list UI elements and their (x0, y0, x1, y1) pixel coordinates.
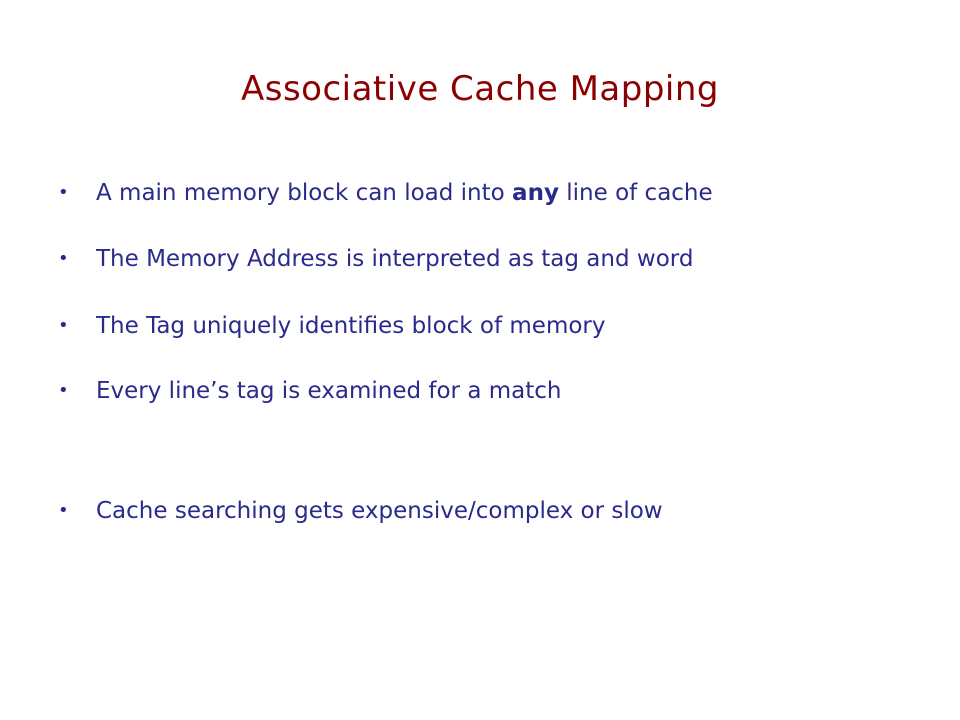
bullet-dot-icon: • (58, 248, 69, 269)
bullet-text: Every line’s tag is examined for a match (96, 378, 562, 404)
bullet-dot-icon: • (58, 182, 69, 203)
bullet-dot-icon: • (58, 500, 69, 521)
bullet-text: A main memory block can load into any li… (96, 176, 713, 210)
bullet-item-tag-examined: • Every line’s tag is examined for a mat… (58, 374, 938, 408)
bullet-dot-icon: • (58, 315, 69, 336)
bullet-item-any-line: • A main memory block can load into any … (58, 176, 938, 210)
bullet-item-cache-searching: • Cache searching gets expensive/complex… (58, 494, 938, 528)
bullet-text-part: A main memory block can load into (96, 180, 513, 206)
bullet-dot-icon: • (58, 380, 69, 401)
bullet-item-tag-identifies: • The Tag uniquely identifies block of m… (58, 309, 938, 343)
bullet-text: Cache searching gets expensive/complex o… (96, 498, 663, 524)
bullet-text-part: line of cache (558, 180, 713, 206)
bullet-emphasis: any (512, 180, 559, 206)
bullet-item-address-interpretation: • The Memory Address is interpreted as t… (58, 242, 938, 276)
bullet-text: The Tag uniquely identifies block of mem… (96, 313, 606, 339)
bullet-text: The Memory Address is interpreted as tag… (96, 246, 694, 272)
slide-title: Associative Cache Mapping (240, 69, 720, 109)
